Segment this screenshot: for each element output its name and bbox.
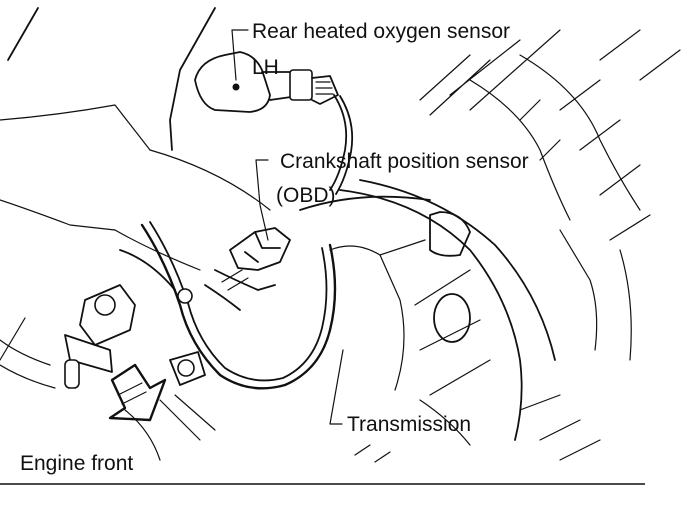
label-crankshaft-position-sensor: Crankshaft position sensor (280, 150, 529, 173)
engine-front-arrow (108, 363, 167, 422)
edge-line (7, 7, 39, 61)
wiring-harness (119, 221, 337, 390)
oxygen-sensor (194, 51, 354, 195)
label-rear-heated-oxygen-sensor: Rear heated oxygen sensor (252, 20, 510, 43)
mounting-bolts (64, 284, 216, 461)
leader-lines (231, 29, 344, 425)
engine-block (0, 7, 271, 389)
crankshaft-sensor (204, 227, 291, 311)
label-obd: (OBD) (276, 184, 336, 207)
label-transmission: Transmission (347, 413, 471, 436)
transmission-housing (299, 29, 681, 463)
label-lh: LH (252, 56, 279, 79)
label-engine-front: Engine front (20, 452, 133, 475)
